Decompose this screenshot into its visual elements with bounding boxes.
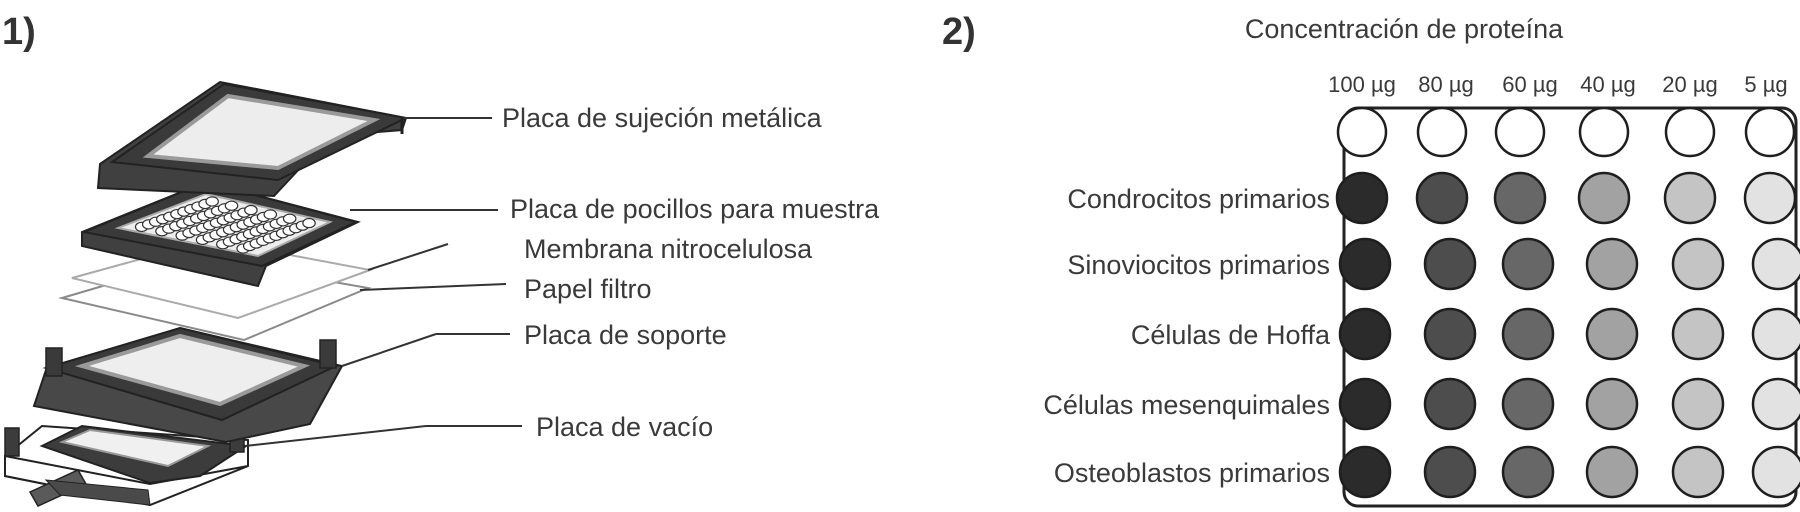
column-label: 40 µg [1580, 72, 1636, 97]
blank-dot [1336, 106, 1388, 158]
sample-dot [1501, 237, 1555, 291]
well [263, 209, 278, 220]
sample-dot [1671, 237, 1725, 291]
sample-dot [1415, 171, 1469, 225]
panel-2-label: 2) [942, 11, 976, 53]
sample-dot [1501, 445, 1555, 499]
row-label: Sinoviocitos primarios [1067, 250, 1330, 280]
well [224, 200, 239, 211]
panel-1-label: 1) [2, 11, 36, 53]
sample-dot [1338, 377, 1392, 431]
blank-dot [1494, 106, 1546, 158]
sample-dot [1585, 307, 1639, 361]
column-label: 20 µg [1662, 72, 1718, 97]
dot-blot-membrane-frame [1342, 106, 1798, 508]
sample-dot [1585, 445, 1639, 499]
sample-dot [1423, 377, 1477, 431]
column-label: 60 µg [1502, 72, 1558, 97]
sample-dot [1751, 445, 1800, 499]
dot-grid [1335, 106, 1800, 499]
label-vacuum-plate: Placa de vacío [536, 412, 713, 442]
sample-dot [1501, 307, 1555, 361]
blank-dot [1744, 106, 1796, 158]
sample-dot [1751, 237, 1800, 291]
column-label: 80 µg [1418, 72, 1474, 97]
sample-dot [1663, 171, 1717, 225]
sample-dot [1585, 377, 1639, 431]
sample-dot [1751, 307, 1800, 361]
blank-dot [1664, 106, 1716, 158]
column-label: 5 µg [1744, 72, 1787, 97]
sample-dot [1577, 171, 1631, 225]
sample-dot [1338, 307, 1392, 361]
sample-dot [1423, 237, 1477, 291]
row-label: Células de Hoffa [1131, 320, 1331, 350]
label-support-plate: Placa de soporte [524, 320, 727, 350]
sample-dot [1423, 445, 1477, 499]
column-label: 100 µg [1328, 72, 1396, 97]
sample-dot [1338, 445, 1392, 499]
row-label: Condrocitos primarios [1067, 184, 1330, 214]
label-nitrocellulose-membrane: Membrana nitrocelulosa [524, 234, 813, 264]
support-plate [32, 326, 344, 444]
sample-dot [1585, 237, 1639, 291]
blank-dot [1578, 106, 1630, 158]
leader-lines [244, 117, 522, 447]
row-label: Células mesenquimales [1043, 390, 1330, 420]
sample-dot [1671, 307, 1725, 361]
sample-dot [1751, 377, 1800, 431]
sample-dot [1671, 377, 1725, 431]
concentration-column-labels: 100 µg 80 µg 60 µg 40 µg 20 µg 5 µg [1328, 72, 1788, 97]
sample-dot [1493, 171, 1547, 225]
sample-dot [1501, 377, 1555, 431]
sample-dot [1671, 445, 1725, 499]
well [205, 196, 219, 207]
sample-well-plate [80, 180, 361, 288]
metal-clamp-plate [96, 80, 410, 198]
sample-dot [1743, 171, 1797, 225]
concentration-title: Concentración de proteína [1245, 14, 1564, 44]
sample-dot [1338, 237, 1392, 291]
sample-dot [1335, 171, 1389, 225]
label-metal-clamp-plate: Placa de sujeción metálica [502, 103, 823, 133]
well [282, 213, 297, 224]
well [302, 217, 316, 229]
dot-blot-apparatus-illustration [4, 80, 522, 507]
blank-dot [1416, 106, 1468, 158]
well [244, 204, 258, 216]
sample-dot [1423, 307, 1477, 361]
well-grid [134, 196, 316, 254]
label-filter-paper: Papel filtro [524, 274, 652, 304]
row-label: Osteoblastos primarios [1054, 458, 1330, 488]
label-sample-well-plate: Placa de pocillos para muestra [510, 194, 880, 224]
